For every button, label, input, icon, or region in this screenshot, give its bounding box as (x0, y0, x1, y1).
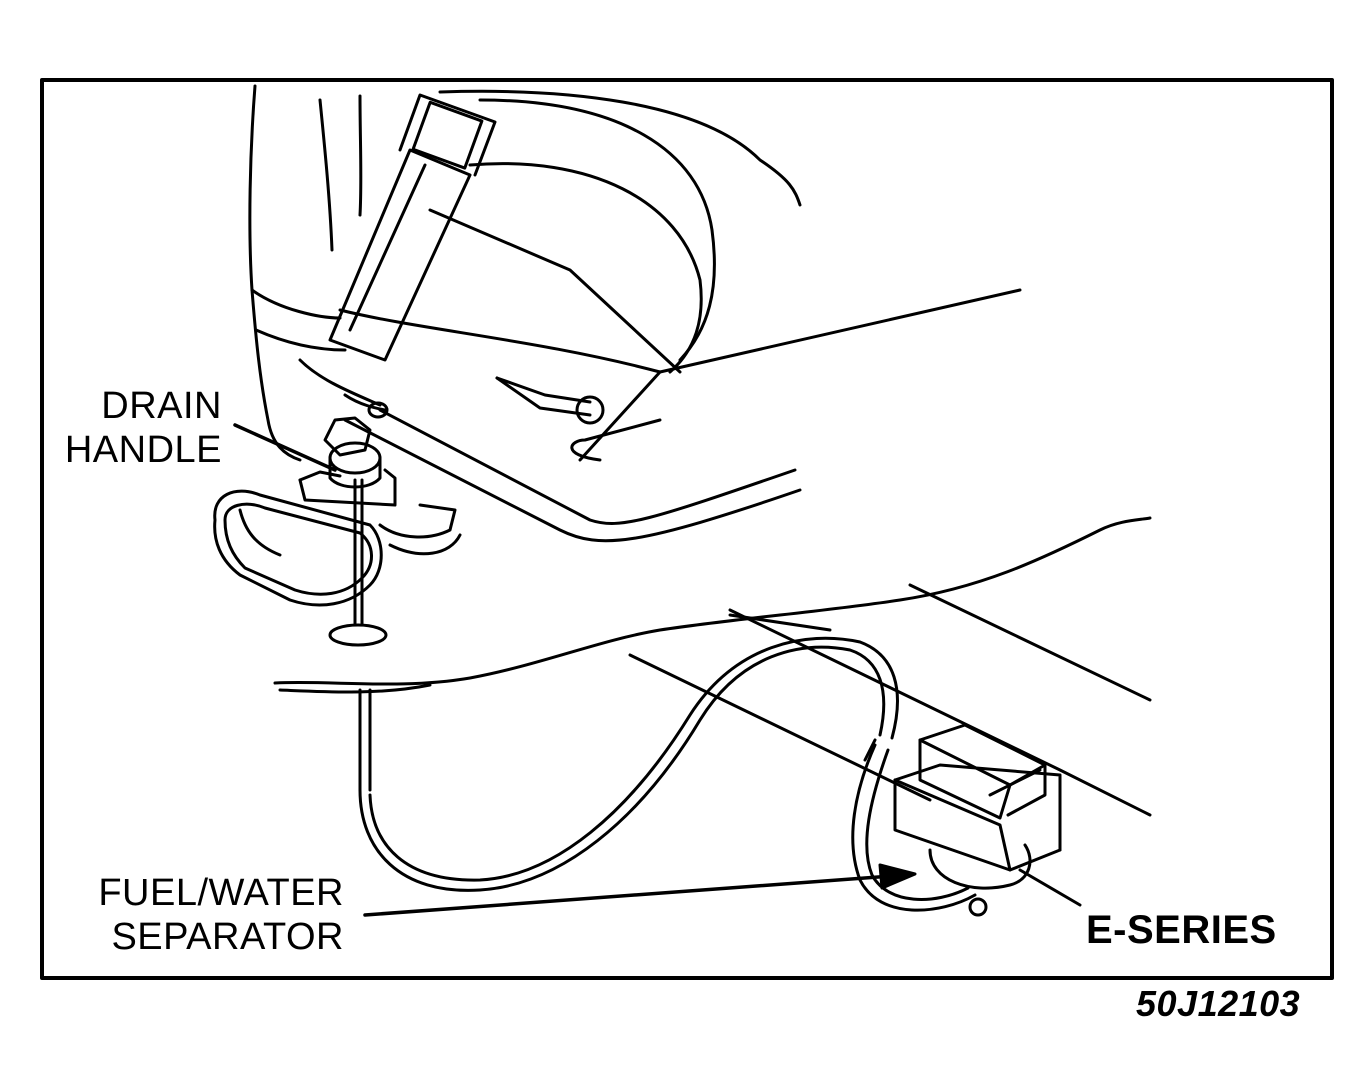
cab-floor (343, 376, 802, 543)
fuel-water-separator (893, 723, 1062, 917)
separator-arrowhead (878, 863, 917, 890)
fuel-water-separator-label-line-1: FUEL/WATER (98, 872, 344, 914)
drain-handle-leader (233, 423, 337, 472)
drain-tube (358, 636, 977, 912)
fuel-water-separator-label: FUEL/WATER SEPARATOR (40, 871, 344, 959)
figure-frame (40, 78, 1334, 980)
drain-handle-label-line-1: DRAIN (101, 385, 222, 427)
seat-cushion (338, 89, 1022, 462)
fuel-water-separator-label-line-2: SEPARATOR (111, 916, 344, 958)
drain-handle-label-line-2: HANDLE (64, 429, 222, 471)
break-lines (273, 516, 1152, 694)
handle-bracket (213, 468, 462, 607)
series-label: E-SERIES (1086, 908, 1277, 952)
person-silhouette (248, 84, 389, 462)
chassis-rail (628, 583, 1152, 907)
figure-code: 50J12103 (1136, 983, 1301, 1024)
seat-belt (328, 93, 497, 362)
separator-leader (363, 873, 907, 917)
drain-handle-label: DRAIN HANDLE (40, 384, 222, 472)
